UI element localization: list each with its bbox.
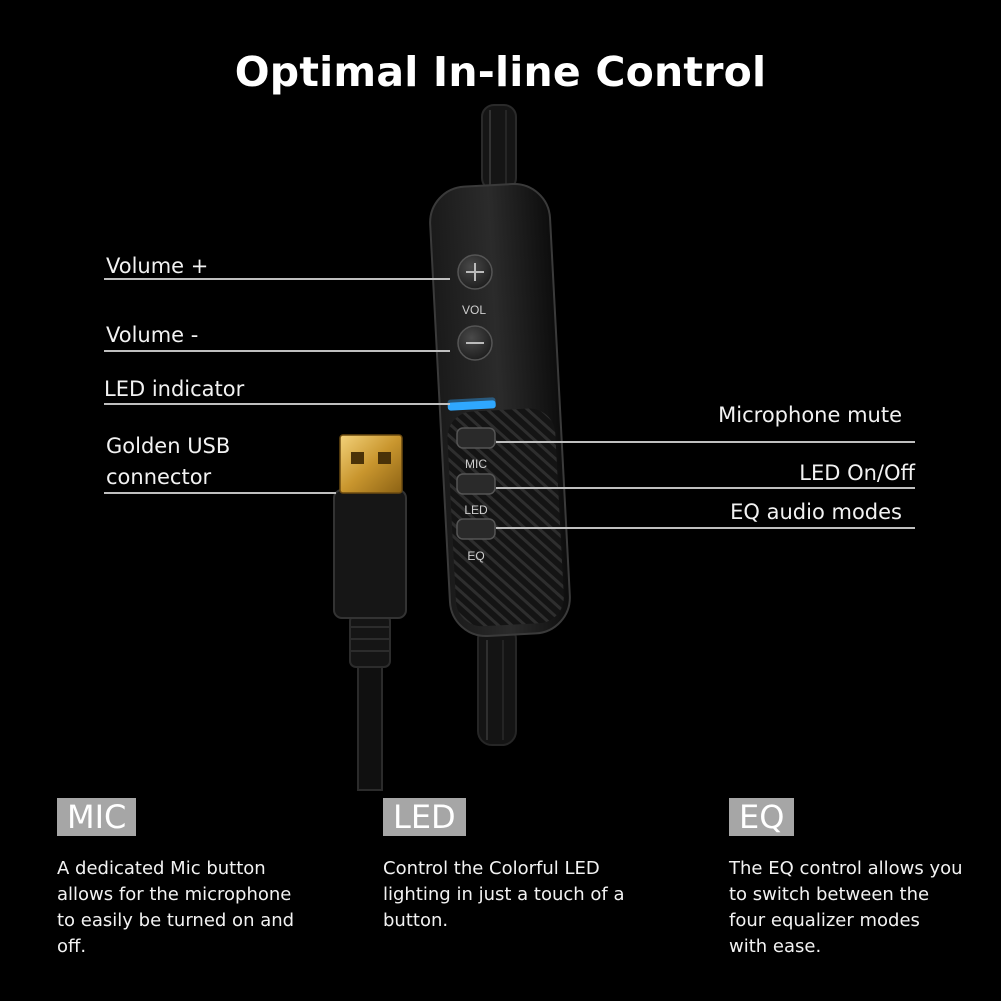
controller-body [429,183,571,637]
volume-up-button[interactable] [457,254,493,290]
feature-led-badge: LED [383,798,466,836]
callout-usb-line [104,492,336,494]
callout-eq-modes-label: EQ audio modes [730,500,902,524]
callout-volume-down-label: Volume - [106,323,199,347]
cable-top [481,104,517,191]
feature-mic-badge: MIC [57,798,137,836]
mic-button[interactable] [456,427,496,449]
callout-mic-mute-line [496,441,915,443]
callout-eq-modes-line [496,527,915,529]
eq-button[interactable] [456,518,496,540]
feature-led-description: Control the Colorful LED lighting in jus… [383,858,625,931]
callout-usb-label-line1: Golden USB [106,434,231,458]
callout-volume-up-label: Volume + [106,254,209,278]
callout-mic-mute-label: Microphone mute [718,403,902,427]
callout-led-indicator-label: LED indicator [104,377,245,401]
mic-label: MIC [465,457,487,471]
vol-label: VOL [462,303,486,317]
feature-eq-description: The EQ control allows you to switch betw… [729,858,963,957]
eq-label: EQ [467,549,484,563]
callout-volume-up-line [104,278,450,280]
feature-mic-description: A dedicated Mic button allows for the mi… [57,858,295,957]
usb-connector [333,434,407,791]
callout-led-indicator-line [104,403,450,405]
page-title: Optimal In-line Control [234,48,767,96]
callout-led-onoff-line [496,487,915,489]
usb-gold-plug [339,434,403,494]
cable-bottom [477,624,517,746]
callout-volume-down-line [104,350,450,352]
callout-usb-label-line2: connector [106,465,212,489]
feature-mic: MIC A dedicated Mic button allows for th… [57,798,337,960]
feature-eq-badge: EQ [729,798,795,836]
led-label: LED [464,503,488,517]
led-indicator-light [447,400,496,411]
feature-eq: EQ The EQ control allows you to switch b… [729,798,994,960]
volume-down-button[interactable] [457,325,493,361]
led-button[interactable] [456,473,496,495]
callout-led-onoff-label: LED On/Off [799,461,915,485]
feature-led: LED Control the Colorful LED lighting in… [383,798,673,934]
